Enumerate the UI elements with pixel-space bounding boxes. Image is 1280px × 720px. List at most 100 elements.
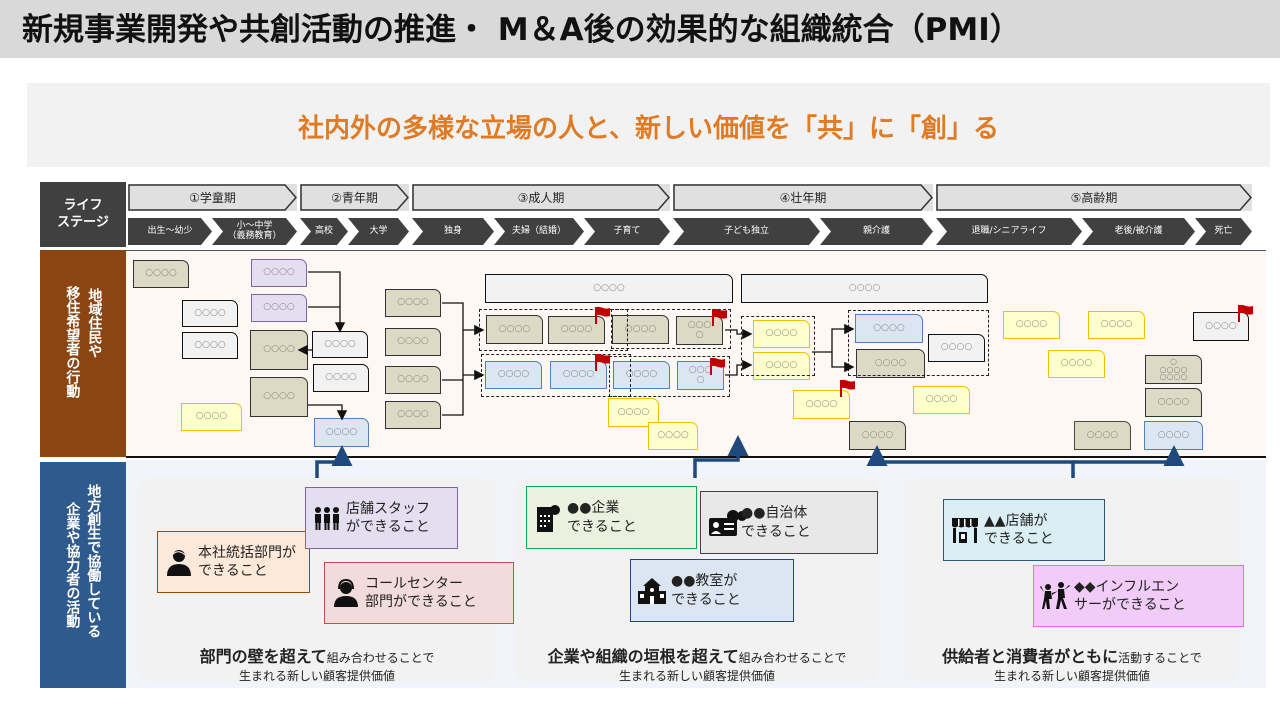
storefront-icon [950, 515, 980, 545]
actor-label-line1: ●●自治体 [741, 505, 808, 522]
card-label: ○○○○ [325, 372, 357, 383]
life-substage-12: 死亡 [1195, 218, 1252, 245]
resident-action-card: ○○○○ [741, 274, 988, 303]
card-label: ○○○○ [263, 267, 295, 278]
card-label: ○○○○ [560, 324, 593, 335]
actor-label-line2: できること [567, 518, 637, 535]
actor-label: 本社統括部門ができること [198, 544, 296, 580]
card-label-line1: ○○○ [688, 364, 713, 375]
actor-label-line1: ▲▲店舗が [984, 512, 1048, 529]
resident-action-card: ○○○○ [1088, 311, 1145, 339]
companies-label-col1: 企業や協力者の活動 [64, 502, 81, 628]
substage-label: 親介護 [862, 225, 890, 236]
card-label: ○○○○ [1015, 319, 1048, 330]
milestone-flag-icon [840, 379, 855, 397]
card-label: ○○○○ [263, 391, 295, 402]
card-label-line2: ○ [695, 329, 704, 340]
life-stage-label-line1: ライフ [63, 198, 103, 214]
government-id-icon [707, 508, 747, 538]
card-label: ○○○○ [1157, 396, 1190, 407]
card-label: ○○○○ [194, 307, 226, 318]
card-label: ○○○○ [497, 369, 530, 380]
card-label-line1: ○○○ [687, 319, 712, 330]
card-label: ○○○○ [263, 302, 295, 313]
actor-label-line1: ◆◆インフルエン [1074, 578, 1180, 595]
actor-card-municipality: ●●自治体できること [700, 491, 878, 554]
card-label: ○○○○ [324, 338, 356, 349]
card-label: ○○○○ [325, 426, 358, 437]
card-label-line3: ○○○○ [1159, 372, 1188, 382]
actor-label: ●●自治体できること [741, 504, 811, 540]
substage-label: 小～中学（義務教育） [227, 221, 281, 241]
life-substage-1: 出生～幼少 [128, 218, 212, 245]
resident-action-card: ○○○○ [612, 315, 669, 344]
resident-action-card: ○○○○ [486, 315, 543, 344]
actor-label-line1: ●●教室が [671, 573, 738, 590]
resident-action-card: ○○○○○○○○○ [1145, 355, 1202, 384]
card-label: ○○○○ [625, 369, 658, 380]
caption-line2: 生まれる新しい顧客提供価値 [238, 669, 395, 683]
resident-action-card: ○○○○ [313, 364, 369, 392]
resident-action-card: ○○○○ [314, 418, 369, 447]
grouping-dashed-box [609, 356, 730, 397]
actor-label-line2: 部門ができること [365, 594, 477, 610]
substage-label-line1: 親介護 [862, 225, 890, 236]
substage-label-line1: 老後/被介護 [1114, 225, 1163, 236]
actor-label: ◆◆インフルエンサーができること [1074, 578, 1186, 614]
actor-label: ▲▲店舗ができること [984, 512, 1054, 548]
resident-action-card: ○○○○ [913, 386, 970, 414]
life-substage-11: 老後/被介護 [1082, 218, 1195, 245]
actor-label: ●●企業できること [567, 499, 637, 535]
card-label: ○○○○ [1157, 429, 1190, 440]
resident-action-card: ○○○○ [855, 314, 923, 343]
resident-action-card: ○○○○ [251, 259, 307, 287]
actor-label: ●●教室ができること [671, 572, 741, 608]
card-label: ○○○○ [765, 360, 798, 371]
substage-label: 出生～幼少 [147, 226, 192, 236]
residents-label-col2: 地域住民や [86, 288, 103, 358]
resident-action-card: ○○○○ [1144, 421, 1203, 450]
card-label: ○○○○ [593, 282, 625, 293]
companies-label-col2: 地方創生で協働している [85, 484, 102, 638]
title-bar: 新規事業開発や共創活動の推進・ M＆A後の効果的な組織統合（PMI） [0, 0, 1280, 58]
resident-action-card: ○○○○ [793, 390, 850, 419]
actor-label-line2: できること [198, 563, 268, 579]
resident-action-card: ○○○○ [385, 328, 441, 356]
resident-action-card: ○○○○ [753, 320, 810, 348]
life-stage-label: ①学童期 [189, 191, 236, 205]
card-label: ○○○○ [805, 398, 838, 409]
caption-line2: 生まれる新しい顧客提供価値 [993, 669, 1150, 683]
resident-action-card: ○○○○ [385, 289, 441, 317]
card-label: ○○○○ [397, 374, 429, 385]
page-title: 新規事業開発や共創活動の推進・ M＆A後の効果的な組織統合（PMI） [22, 12, 1021, 48]
card-label: ○○○○ [688, 364, 713, 386]
resident-action-card: ○○○○ [385, 366, 441, 394]
dancing-people-icon [1040, 581, 1070, 611]
actor-card-store: ▲▲店舗ができること [943, 499, 1105, 561]
milestone-flag-icon [1238, 304, 1253, 322]
caption-rest: 組み合わせることで [738, 651, 847, 665]
life-stage-label: ③成人期 [517, 191, 565, 205]
card-label: ○○○○ [194, 339, 226, 350]
substage-label: 大学 [369, 226, 387, 236]
resident-action-card: ○○○○ [182, 300, 238, 327]
card-label-line2: ○○○○ [1159, 364, 1188, 374]
actor-label-line2: できること [741, 523, 811, 540]
caption-rest: 活動することで [1118, 651, 1202, 665]
life-substage-6: 夫婦（結婚） [494, 218, 584, 245]
actor-card-store-staff: 店舗スタッフができること [305, 487, 458, 549]
actor-card-influencer: ◆◆インフルエンサーができること [1033, 565, 1244, 627]
actor-label-line1: 本社統括部門が [198, 544, 296, 561]
substage-label: 子ども独立 [724, 226, 769, 236]
card-label: ○○○○ [498, 323, 531, 334]
substage-label-line1: 小～中学 [236, 221, 273, 232]
card-label-line1: ○ [1170, 357, 1177, 367]
resident-action-card: ○○○○ [133, 260, 189, 288]
substage-label-line1: 退職/シニアライフ [971, 225, 1047, 236]
actor-label-line2: できること [671, 591, 741, 608]
card-label: ○○○○○○○○○ [1160, 358, 1188, 381]
milestone-flag-icon [712, 308, 727, 326]
card-label: ○○○○ [562, 369, 595, 380]
actor-label-line2: できること [984, 531, 1054, 547]
residents-row-label: 地域住民や 移住希望者の行動 [40, 250, 126, 457]
